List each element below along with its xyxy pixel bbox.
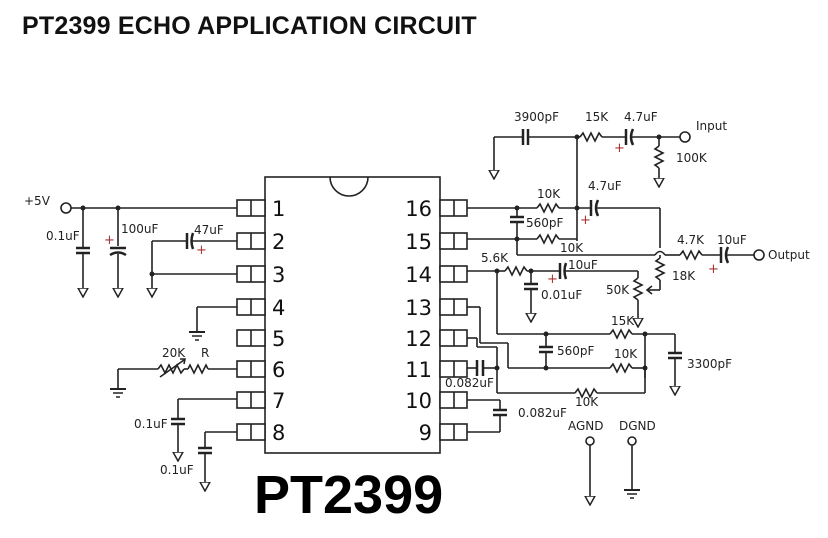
r-15-10k-label: 10K xyxy=(560,241,584,255)
pin-number: 1 xyxy=(272,197,285,221)
pin-15: 15 xyxy=(405,230,468,254)
c-11-0082-label: 0.082uF xyxy=(445,376,494,390)
c-pin2-label: 47uF xyxy=(194,223,224,237)
pin-16: 16 xyxy=(405,197,468,221)
pin-3: 3 xyxy=(236,263,285,287)
r-var-20k-label: 20K xyxy=(162,346,186,360)
pin-number: 4 xyxy=(272,296,285,320)
c-16-47-label: 4.7uF xyxy=(588,179,622,193)
r-18k-label: 18K xyxy=(672,269,696,283)
c-3300-label: 3300pF xyxy=(687,357,732,371)
output-terminal[interactable] xyxy=(753,249,765,261)
plus-marker: + xyxy=(708,262,719,277)
pin-10: 10 xyxy=(405,389,468,413)
notch xyxy=(329,176,369,197)
r-in-15k-label: 15K xyxy=(585,110,609,124)
pin-13: 13 xyxy=(405,296,468,320)
c-out-10-label: 10uF xyxy=(717,233,747,247)
r-14-56k-label: 5.6K xyxy=(481,251,509,265)
supply-net xyxy=(60,202,237,298)
c-supply-100-label: 100uF xyxy=(121,222,159,236)
pot-50k-label: 50K xyxy=(606,283,630,297)
agnd-label: AGND xyxy=(568,419,604,433)
c-10-0082-label: 0.082uF xyxy=(518,406,567,420)
c-pin7-label: 0.1uF xyxy=(134,417,168,431)
pin-number: 10 xyxy=(405,389,432,413)
chip-part-number: PT2399 xyxy=(254,465,443,525)
pin-number: 14 xyxy=(405,263,432,287)
pin-number: 11 xyxy=(405,358,432,382)
ground-terminals xyxy=(584,436,640,506)
r-out-47k-label: 4.7K xyxy=(677,233,705,247)
pin-number: 6 xyxy=(272,358,285,382)
pin-number: 12 xyxy=(405,327,432,351)
dgnd-label: DGND xyxy=(619,419,656,433)
pin-14: 14 xyxy=(405,263,468,287)
c-560-top-label: 560pF xyxy=(526,216,564,230)
pin-number: 7 xyxy=(272,389,285,413)
diagram-title: PT2399 ECHO APPLICATION CIRCUIT xyxy=(22,12,477,40)
c-in-3900-label: 3900pF xyxy=(514,110,559,124)
pin-5: 5 xyxy=(236,327,285,351)
r-13-15k-label: 15K xyxy=(611,314,635,328)
pin-12: 12 xyxy=(405,327,468,351)
pin-number: 2 xyxy=(272,230,285,254)
pin14-net xyxy=(467,262,644,334)
plus-marker: + xyxy=(196,243,207,258)
c-14-001-label: 0.01uF xyxy=(541,288,582,302)
feedback-net xyxy=(467,306,682,399)
input-net xyxy=(488,128,691,241)
r-11-10k-label: 10K xyxy=(575,395,599,409)
pin-6: 6 xyxy=(236,358,285,382)
pin-9: 9 xyxy=(419,421,468,445)
plus-marker: + xyxy=(104,233,115,248)
pin4-ground xyxy=(189,306,237,341)
pin10-9-net xyxy=(467,399,507,433)
pin-number: 3 xyxy=(272,263,285,287)
output-label: Output xyxy=(768,248,810,262)
agnd-terminal[interactable] xyxy=(585,436,595,446)
c-supply-01-label: 0.1uF xyxy=(46,229,80,243)
pin7-net xyxy=(171,398,237,462)
input-terminal[interactable] xyxy=(679,131,691,143)
output-net xyxy=(645,246,765,295)
dgnd-terminal[interactable] xyxy=(627,436,637,446)
c-pin8-label: 0.1uF xyxy=(160,463,194,477)
c-in-47-label: 4.7uF xyxy=(624,110,658,124)
pin-1: 1 xyxy=(236,197,285,221)
pin8-net xyxy=(198,431,237,492)
pin-4: 4 xyxy=(236,296,285,320)
r-in-100k-label: 100K xyxy=(676,151,708,165)
pin2-net xyxy=(146,232,237,298)
pin-number: 8 xyxy=(272,421,285,445)
pin-number: 13 xyxy=(405,296,432,320)
pin16-15-net xyxy=(467,199,680,256)
c-560-mid-label: 560pF xyxy=(557,344,595,358)
plus-marker: + xyxy=(580,213,591,228)
pin-number: 15 xyxy=(405,230,432,254)
supply-terminal[interactable] xyxy=(60,202,72,214)
pin-11: 11 xyxy=(405,358,468,382)
r-16-10k-label: 10K xyxy=(537,187,561,201)
c-14-10-label: 10uF xyxy=(568,258,598,272)
pin-7: 7 xyxy=(236,389,285,413)
pin-number: 9 xyxy=(419,421,432,445)
plus-marker: + xyxy=(547,272,558,287)
r-series-label: R xyxy=(201,346,209,360)
input-label: Input xyxy=(696,119,727,133)
pin-number: 5 xyxy=(272,327,285,351)
plus-marker: + xyxy=(614,141,625,156)
pin-2: 2 xyxy=(236,230,285,254)
pin-8: 8 xyxy=(236,421,285,445)
r-12-10k-label: 10K xyxy=(614,347,638,361)
pin6-net xyxy=(110,358,237,398)
supply-label: +5V xyxy=(24,194,51,208)
pin-number: 16 xyxy=(405,197,432,221)
